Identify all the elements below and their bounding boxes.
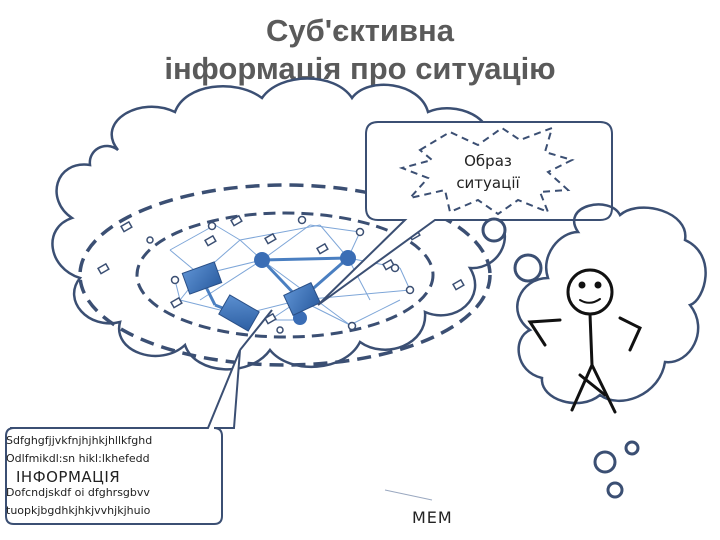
main-circle-nodes: [254, 250, 356, 325]
meme-pointer: [384, 489, 433, 501]
info-callout-text: Sdfghgfjjvkfnjhjhkjhllkfghd Odlfmikdl:sn…: [6, 428, 220, 522]
slide-title-line-1: Суб'єктивна: [265, 13, 455, 48]
outer-dashed-ellipse: [78, 183, 492, 367]
stick-figure-head: [566, 268, 614, 316]
info-heading: ІНФОРМАЦІЯ: [16, 468, 121, 486]
inner-dashed-ellipse: [135, 211, 435, 339]
hollow-circle-nodes: [146, 215, 415, 334]
stick-figure: [527, 268, 642, 414]
meme-label: МЕМ: [412, 508, 453, 527]
slide-title: Суб'єктивна інформація про ситуацію: [0, 12, 720, 88]
image-callout-text: Образ ситуації: [440, 150, 536, 194]
thought-bubbles: [481, 217, 640, 499]
info-callout-pointer: [239, 309, 273, 351]
image-callout-bubble: [317, 121, 613, 306]
outer-ring-nodes: [97, 214, 465, 325]
image-callout-line-2: ситуації: [456, 174, 520, 192]
image-callout-line-1: Образ: [464, 152, 512, 170]
main-rect-nodes: [181, 261, 321, 332]
info-callout-bubble: [5, 349, 241, 525]
info-line-3: Dofcndjskdf oi dfghrsgbvv: [6, 486, 150, 499]
slide-title-line-2: інформація про ситуацію: [164, 51, 556, 86]
info-line-2: Odlfmikdl:sn hikl:lkhefedd: [6, 452, 150, 465]
info-line-1: Sdfghgfjjvkfnjhjhkjhllkfghd: [6, 434, 153, 447]
info-line-4: tuopkjbgdhkjhkjvvhjkjhuio: [6, 504, 151, 517]
head-thought-cloud: [516, 203, 707, 405]
